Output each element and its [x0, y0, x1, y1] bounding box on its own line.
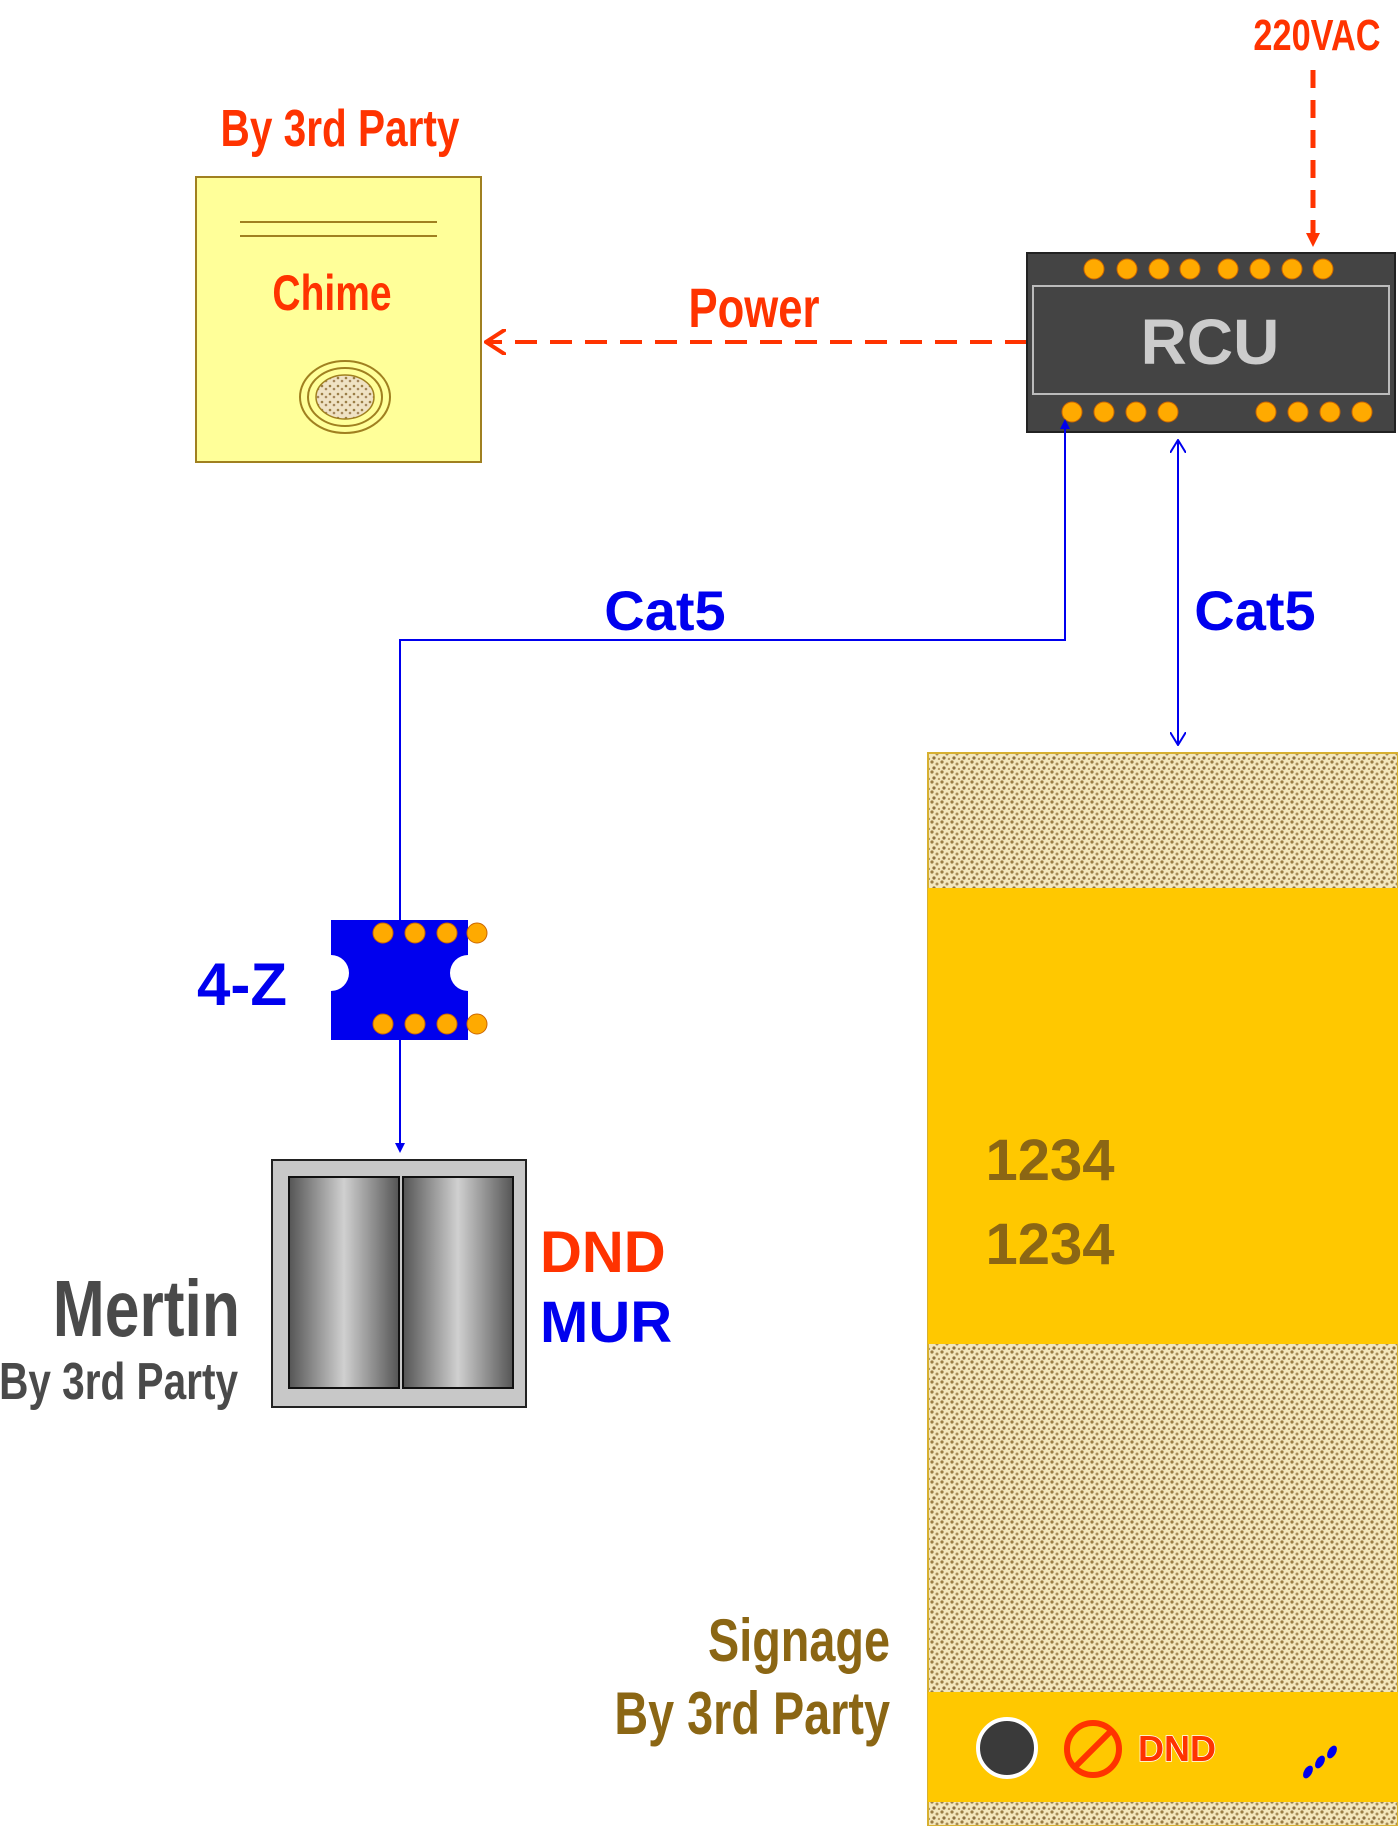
- terminal-pin: [1217, 258, 1239, 280]
- switch-caption: By 3rd Party: [0, 1352, 238, 1410]
- chime: By 3rd Party Chime: [195, 99, 482, 463]
- terminal-pin: [404, 922, 426, 944]
- terminal-pin: [466, 1013, 488, 1035]
- switch-rocker-right: [402, 1176, 514, 1389]
- switch-mur-label: MUR: [540, 1290, 672, 1355]
- terminal-pin: [1061, 401, 1083, 423]
- rcu-top-terminals: [1083, 258, 1334, 280]
- terminal-pin: [1249, 258, 1271, 280]
- rcu-label: RCU: [1141, 306, 1280, 378]
- cat5-left-link: Cat5: [399, 419, 1070, 920]
- module-4z-bottom-terminals: [372, 1013, 488, 1035]
- rcu: RCU: [1026, 252, 1396, 433]
- signage-title: Signage: [708, 1607, 890, 1674]
- doorbell-button-icon: [976, 1717, 1038, 1779]
- terminal-pin: [1319, 401, 1341, 423]
- cat5-left-label: Cat5: [604, 579, 725, 642]
- terminal-pin: [1116, 258, 1138, 280]
- signage-number: 1234: [985, 1212, 1114, 1277]
- signage: 1234 1234 DND Signage By 3rd Party: [614, 752, 1398, 1826]
- switch-rocker-left: [288, 1176, 400, 1389]
- terminal-pin: [466, 922, 488, 944]
- power-link: Power: [486, 277, 1027, 342]
- switch-dnd-label: DND: [540, 1220, 666, 1285]
- module-4z-body: [331, 920, 468, 1040]
- power-input: 220VAC: [1253, 11, 1381, 247]
- terminal-pin: [1148, 258, 1170, 280]
- terminal-pin: [404, 1013, 426, 1035]
- terminal-pin: [1281, 258, 1303, 280]
- speaker-icon: [299, 360, 391, 434]
- terminal-pin: [1093, 401, 1115, 423]
- terminal-pin: [372, 922, 394, 944]
- terminal-pin: [1125, 401, 1147, 423]
- terminal-pin: [1255, 401, 1277, 423]
- module-4z-top-terminals: [372, 922, 488, 944]
- terminal-pin: [1157, 401, 1179, 423]
- power-input-label: 220VAC: [1253, 11, 1380, 60]
- cat5-left-line: [399, 419, 1070, 920]
- signage-status-label: DND: [1138, 1728, 1216, 1769]
- cat5-right-label: Cat5: [1194, 579, 1315, 642]
- signage-caption: By 3rd Party: [614, 1680, 890, 1747]
- no-entry-icon: [1064, 1720, 1122, 1778]
- chime-label: Chime: [272, 264, 391, 321]
- broom-icon: [1303, 1745, 1337, 1779]
- terminal-pin: [1312, 258, 1334, 280]
- terminal-pin: [1351, 401, 1373, 423]
- terminal-pin: [1287, 401, 1309, 423]
- switch: DND MUR Mertin By 3rd Party: [0, 1159, 672, 1410]
- signage-number: 1234: [985, 1128, 1114, 1193]
- switch-title: Mertin: [53, 1265, 240, 1354]
- terminal-pin: [436, 1013, 458, 1035]
- terminal-pin: [436, 922, 458, 944]
- chime-caption: By 3rd Party: [221, 99, 460, 157]
- module-4z-label: 4-Z: [197, 951, 287, 1018]
- cat5-right-link: Cat5: [1178, 440, 1316, 745]
- signage-number-panel: [928, 888, 1398, 1344]
- rcu-panel: [1032, 285, 1390, 395]
- module-4z: 4-Z: [197, 920, 488, 1153]
- terminal-pin: [1083, 258, 1105, 280]
- power-label: Power: [688, 277, 819, 339]
- rcu-bottom-terminals: [1061, 401, 1373, 423]
- terminal-pin: [1179, 258, 1201, 280]
- terminal-pin: [372, 1013, 394, 1035]
